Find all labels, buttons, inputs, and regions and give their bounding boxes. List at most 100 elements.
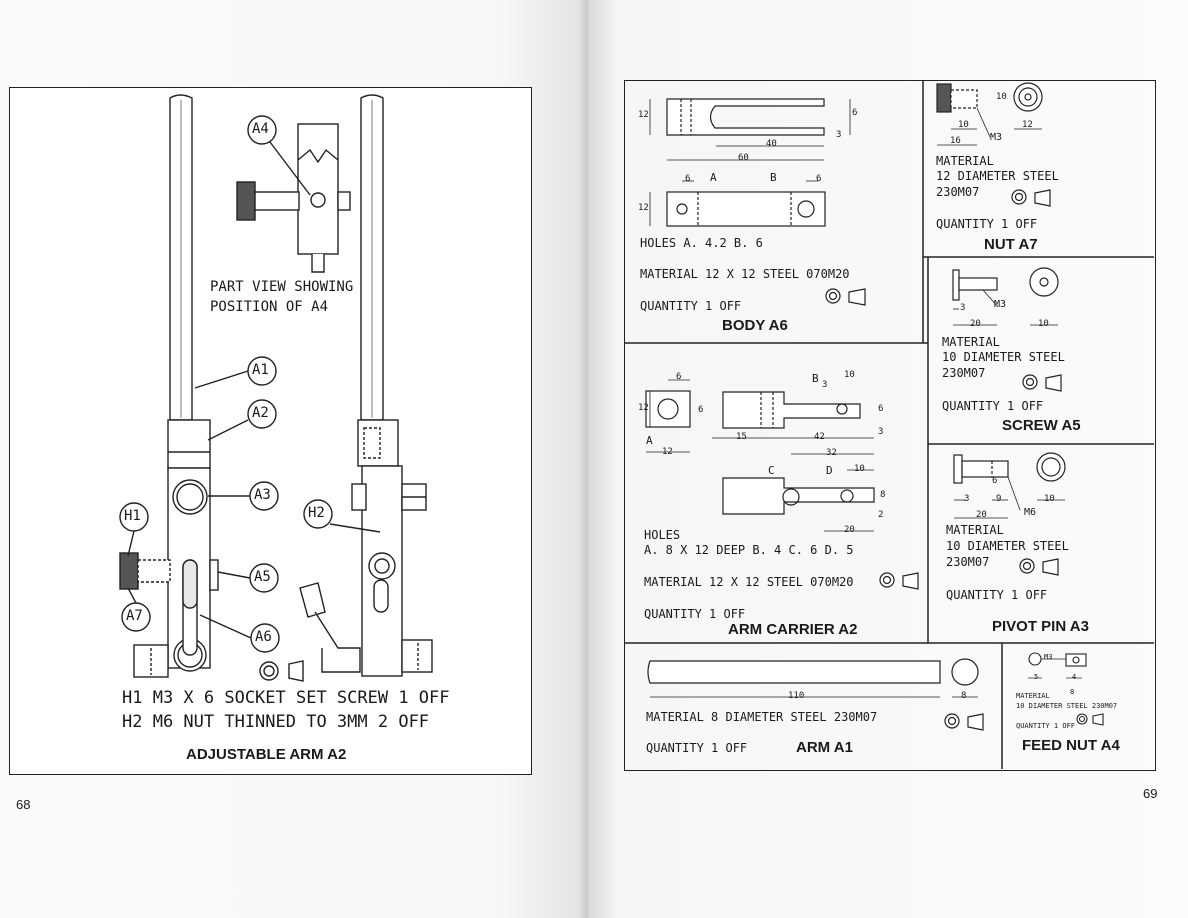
right-page: 12 40 60 6 3 6 6 12 A B HOLES A. 4.2 B. … [588, 0, 1188, 918]
pivot-pin-title: PIVOT PIN A3 [992, 618, 1089, 635]
body-a6-title: BODY A6 [722, 317, 788, 334]
arm-carrier-label-c: C [768, 464, 775, 477]
screw-a5-material-line3: 230M07 [942, 366, 986, 380]
nut-a7-title: NUT A7 [984, 236, 1038, 253]
part-view-label-line1: PART VIEW SHOWING [210, 279, 354, 295]
body-a6-dim-6c: 6 [816, 174, 822, 184]
feed-nut-material-line2: 10 DIAMETER STEEL 230M07 [1016, 702, 1118, 710]
callout-a6: A6 [255, 629, 272, 645]
callout-a2: A2 [252, 405, 269, 421]
arm-a1-title: ARM A1 [796, 739, 853, 756]
arm-carrier-dim-3: 3 [822, 380, 828, 390]
nut-a7-quantity: QUANTITY 1 OFF [936, 217, 1038, 231]
arm-carrier-dim-10b: 10 [854, 464, 865, 474]
pivot-pin-material-line3: 230M07 [946, 555, 990, 569]
nut-a7-thread: M3 [990, 132, 1003, 143]
left-page: PART VIEW SHOWING POSITION OF A4 A4 A1 A… [0, 0, 588, 918]
arm-carrier-dim-42: 42 [814, 432, 825, 442]
arm-carrier-dim-12b: 12 [662, 447, 673, 457]
nut-a7-material-line3: 230M07 [936, 185, 980, 199]
nut-a7-material-line1: MATERIAL [936, 154, 994, 168]
pivot-pin-dim-10: 10 [1044, 494, 1055, 504]
callout-h1: H1 [124, 508, 141, 524]
arm-a1-dim-8: 8 [961, 691, 967, 701]
arm-carrier-material: MATERIAL 12 X 12 STEEL 070M20 [644, 575, 854, 589]
feed-nut-dim-5: 5 [1034, 673, 1039, 681]
callout-h2: H2 [308, 505, 325, 521]
parts-sheet-grid [624, 80, 1154, 769]
page-number-left: 68 [16, 797, 31, 812]
screw-a5-material-line2: 10 DIAMETER STEEL [942, 350, 1065, 364]
body-a6-dim-12: 12 [638, 110, 649, 120]
body-a6-label-b: B [770, 171, 777, 184]
callout-a5: A5 [254, 569, 271, 585]
pivot-pin-dim-3: 3 [964, 494, 970, 504]
nut-a7-dim-10a: 10 [996, 92, 1007, 102]
feed-nut-dim-4: 4 [1072, 673, 1077, 681]
pivot-pin-quantity: QUANTITY 1 OFF [946, 588, 1048, 602]
screw-a5-title: SCREW A5 [1002, 417, 1081, 434]
arm-carrier-dim-6: 6 [676, 372, 682, 382]
body-a6-quantity: QUANTITY 1 OFF [640, 299, 742, 313]
part-view-label-line2: POSITION OF A4 [210, 299, 329, 315]
arm-carrier-holes-line1: HOLES [644, 528, 681, 542]
arm-carrier-label-b: B [812, 372, 819, 385]
pivot-pin-thread: M6 [1024, 507, 1037, 518]
pivot-pin-dim-6: 6 [992, 476, 998, 486]
arm-a1-quantity: QUANTITY 1 OFF [646, 741, 748, 755]
arm-carrier-title: ARM CARRIER A2 [728, 621, 858, 638]
arm-carrier-dim-2: 2 [878, 510, 884, 520]
arm-carrier-holes-line2: A. 8 X 12 DEEP B. 4 C. 6 D. 5 [644, 543, 854, 557]
arm-carrier-dim-15: 15 [736, 432, 747, 442]
screw-a5-dim-10: 10 [1038, 319, 1049, 329]
pivot-pin-dim-9: 9 [996, 494, 1002, 504]
arm-carrier-label-d: D [826, 464, 833, 477]
adjustable-arm-title: ADJUSTABLE ARM A2 [186, 746, 347, 763]
pivot-pin-material-line1: MATERIAL [946, 523, 1004, 537]
nut-a7-dim-10b: 10 [958, 120, 969, 130]
nut-a7-dim-16: 16 [950, 136, 961, 146]
arm-carrier-dim-12: 12 [638, 403, 649, 413]
feed-nut-title: FEED NUT A4 [1022, 737, 1120, 754]
adjustable-arm-drawing [119, 94, 433, 682]
page-number-right: 69 [1143, 786, 1158, 801]
body-a6-dim-6a: 6 [852, 108, 858, 118]
arm-carrier-dim-6c: 6 [878, 404, 884, 414]
pivot-pin-material-line2: 10 DIAMETER STEEL [946, 539, 1069, 553]
feed-nut-thread: M3 [1044, 653, 1053, 661]
screw-a5-quantity: QUANTITY 1 OFF [942, 399, 1044, 413]
note-h1: H1 M3 X 6 SOCKET SET SCREW 1 OFF [122, 688, 450, 708]
arm-carrier-quantity: QUANTITY 1 OFF [644, 607, 746, 621]
callout-a4: A4 [252, 121, 269, 137]
arm-a1-material: MATERIAL 8 DIAMETER STEEL 230M07 [646, 710, 878, 724]
arm-carrier-label-a: A [646, 434, 653, 447]
arm-carrier-dim-20: 20 [844, 525, 855, 535]
body-a6-dim-12b: 12 [638, 203, 649, 213]
arm-carrier-dim-6b: 6 [698, 405, 704, 415]
callout-a1: A1 [252, 362, 269, 378]
callout-a7: A7 [126, 608, 143, 624]
body-a6-label-a: A [710, 171, 717, 184]
body-a6-dim-6b: 6 [685, 174, 691, 184]
pivot-pin-dim-20: 20 [976, 510, 987, 520]
screw-a5-dim-20: 20 [970, 319, 981, 329]
body-a6-material: MATERIAL 12 X 12 STEEL 070M20 [640, 267, 850, 281]
feed-nut-quantity: QUANTITY 1 OFF [1016, 722, 1076, 730]
nut-a7-material-line2: 12 DIAMETER STEEL [936, 169, 1059, 183]
arm-carrier-dim-3b: 3 [878, 427, 884, 437]
screw-a5-material-line1: MATERIAL [942, 335, 1000, 349]
note-h2: H2 M6 NUT THINNED TO 3MM 2 OFF [122, 712, 430, 732]
feed-nut-dim-8: 8 [1070, 688, 1075, 696]
arm-carrier-dim-10: 10 [844, 370, 855, 380]
parts-sheet-frame [624, 80, 1156, 771]
body-a6-dim-60: 60 [738, 153, 749, 163]
screw-a5-dim-3: 3 [960, 303, 966, 313]
screw-a5-thread: M3 [994, 299, 1007, 310]
body-a6-dim-40: 40 [766, 139, 777, 149]
arm-carrier-dim-32: 32 [826, 448, 837, 458]
feed-nut-material-line1: MATERIAL [1016, 692, 1050, 700]
arm-carrier-dim-8: 8 [880, 490, 886, 500]
arm-a1-dim-110: 110 [788, 691, 805, 701]
body-a6-dim-3: 3 [836, 130, 842, 140]
callout-a3: A3 [254, 487, 271, 503]
